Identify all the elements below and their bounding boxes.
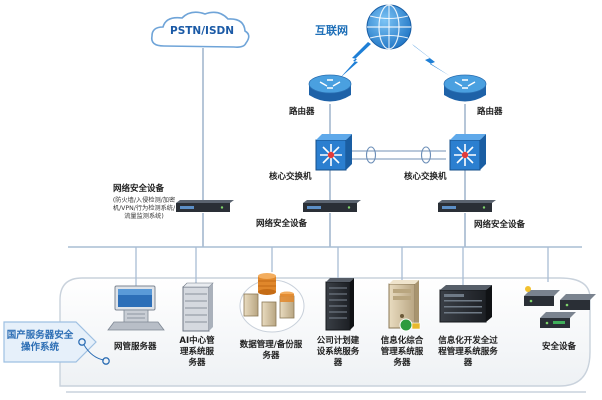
server-dev-process: [439, 285, 492, 323]
router-left: [308, 74, 352, 102]
workstation-icon: [107, 285, 165, 331]
shield-icon: [399, 318, 421, 332]
router-right-label: 路由器: [477, 107, 503, 117]
server-data-backup: [239, 273, 305, 333]
database-icon: [258, 273, 276, 295]
switch-icon: [449, 134, 486, 171]
core-switch-right: [449, 134, 486, 171]
router-icon: [308, 74, 352, 102]
core-switch-left-label: 核心交换机: [269, 172, 312, 182]
security-device-icon: [540, 312, 576, 328]
switch-icon: [315, 134, 352, 171]
server-integrated-mgmt-label: 信息化综合管理系统服务器: [380, 336, 424, 368]
security-devices: [524, 286, 596, 328]
server-net-mgmt: [107, 285, 165, 331]
server-planning-label: 公司计划建设系统服务器: [316, 336, 360, 368]
server-ai-center-label: AI中心管理系统服务器: [179, 336, 215, 368]
cloud-icon: [150, 11, 250, 48]
security-devices-label: 安全设备: [542, 342, 577, 352]
appliance-icon: [176, 200, 234, 212]
database-icon: [280, 291, 294, 302]
router-left-label: 路由器: [289, 107, 315, 117]
router-icon: [443, 74, 487, 102]
server-planning: [325, 278, 354, 331]
netsec-appliance-right: [438, 200, 496, 212]
internet-label: 互联网: [315, 24, 348, 37]
lightning-icon: [412, 44, 450, 76]
pstn-cloud: [150, 11, 250, 48]
router-right: [443, 74, 487, 102]
os-label: 国产服务器安全操作系统: [6, 330, 74, 353]
core-switch-left: [315, 134, 352, 171]
wireless-links: [340, 42, 450, 78]
netsec-appliance-center: [303, 200, 361, 212]
netsec-left-detail: (防火墙/入侵检测/加密机/VPN/行为检测系统/流量监测系统): [112, 197, 176, 220]
security-device-icon: [560, 294, 596, 310]
server-integrated-mgmt: [388, 280, 421, 332]
server-data-backup-label: 数据管理/备份服务器: [239, 340, 303, 361]
os-tag: [3, 321, 110, 365]
core-switch-right-label: 核心交换机: [404, 172, 447, 182]
server-dev-process-label: 信息化开发全过程管理系统服务器: [438, 336, 498, 368]
lightning-icon: [340, 42, 371, 78]
lan-bus: [68, 246, 582, 290]
netsec-left-title: 网络安全设备: [113, 184, 165, 194]
globe-icon: [366, 4, 412, 50]
rack-server-icon: [439, 285, 492, 323]
netsec-center-label: 网络安全设备: [256, 219, 308, 229]
server-net-mgmt-label: 网管服务器: [114, 342, 157, 352]
netsec-right-label: 网络安全设备: [474, 220, 526, 230]
switch-trunk: [350, 146, 446, 164]
rack-server-icon: [325, 278, 354, 331]
internet-globe: [366, 4, 412, 50]
pstn-label: PSTN/ISDN: [170, 25, 235, 37]
appliance-icon: [303, 200, 361, 212]
netsec-appliance-left: [176, 200, 234, 212]
appliance-icon: [438, 200, 496, 212]
security-device-icon: [524, 286, 560, 306]
server-ai-center: [182, 282, 214, 332]
rack-server-icon: [182, 282, 214, 332]
